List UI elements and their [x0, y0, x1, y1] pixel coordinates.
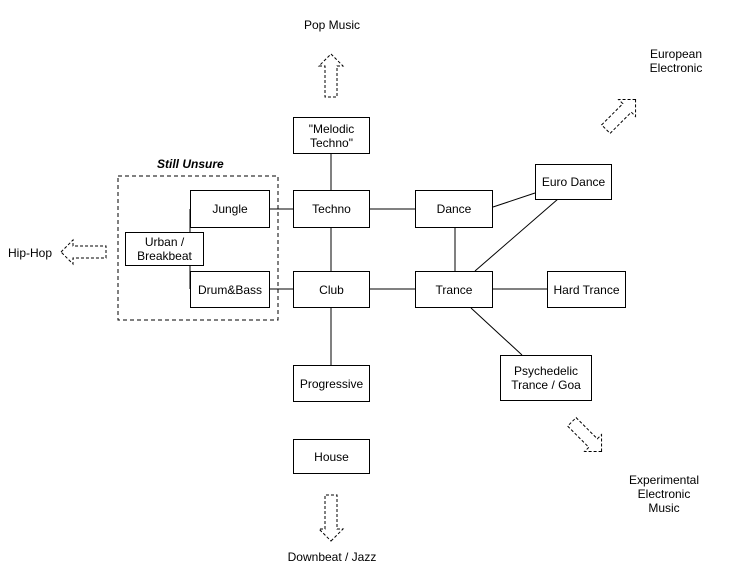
arrow-upright-european-icon — [600, 98, 637, 135]
label-pop-music: Pop Music — [303, 18, 361, 32]
arrow-downright-experimental-icon — [566, 416, 603, 453]
node-jungle: Jungle — [190, 190, 270, 228]
arrow-up-pop-icon — [317, 53, 345, 98]
still-unsure-group — [117, 175, 279, 321]
label-european-electronic: European Electronic — [649, 47, 703, 75]
node-progressive: Progressive — [293, 365, 370, 402]
node-drum-bass: Drum&Bass — [190, 271, 270, 308]
label-experimental-electronic-music: Experimental Electronic Music — [628, 473, 700, 515]
arrow-down-downbeat-icon — [317, 494, 345, 542]
edge-trance-eurodance — [474, 198, 559, 272]
edge-trance-psychedelic — [470, 307, 523, 356]
node-club: Club — [293, 271, 370, 308]
node-house: House — [293, 439, 370, 474]
node-techno: Techno — [293, 190, 370, 228]
node-trance: Trance — [415, 271, 493, 308]
node-hard-trance: Hard Trance — [547, 271, 626, 308]
label-hip-hop: Hip-Hop — [7, 246, 52, 260]
node-euro-dance: Euro Dance — [535, 164, 612, 200]
node-melodic-techno: "Melodic Techno" — [293, 117, 370, 154]
node-urban-breakbeat: Urban / Breakbeat — [125, 232, 204, 266]
arrow-left-hiphop-icon — [60, 238, 107, 266]
label-downbeat-jazz: Downbeat / Jazz — [287, 550, 377, 564]
node-psychedelic-trance-goa: Psychedelic Trance / Goa — [500, 355, 592, 401]
edge-dance-eurodance — [492, 192, 536, 208]
still-unsure-title: Still Unsure — [157, 157, 224, 171]
node-dance: Dance — [415, 190, 493, 228]
